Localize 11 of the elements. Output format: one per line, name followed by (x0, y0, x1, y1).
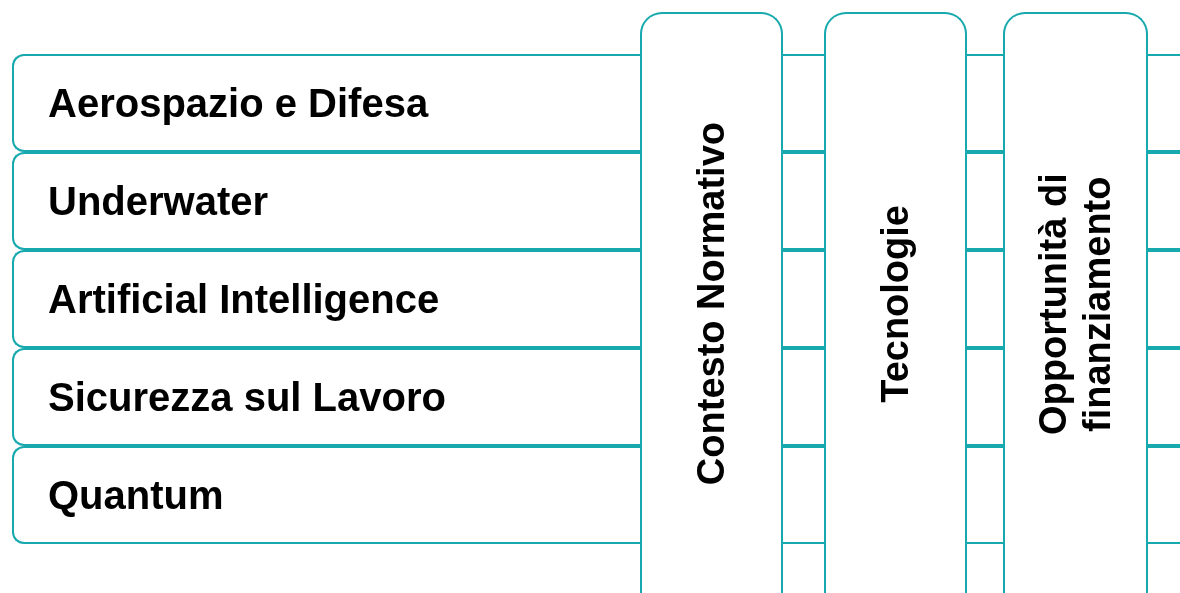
column-band (640, 12, 783, 593)
row-label: Artificial Intelligence (48, 276, 440, 322)
column-label: Opportunità di finanziamento (1031, 171, 1119, 437)
column-band (824, 12, 967, 593)
column-label: Contesto Normativo (689, 121, 733, 486)
row-label: Aerospazio e Difesa (48, 80, 429, 126)
row-label: Quantum (48, 472, 224, 518)
column-label: Tecnologie (873, 204, 917, 403)
row-label: Underwater (48, 178, 269, 224)
row-label: Sicurezza sul Lavoro (48, 374, 446, 420)
column-band (1003, 12, 1148, 593)
